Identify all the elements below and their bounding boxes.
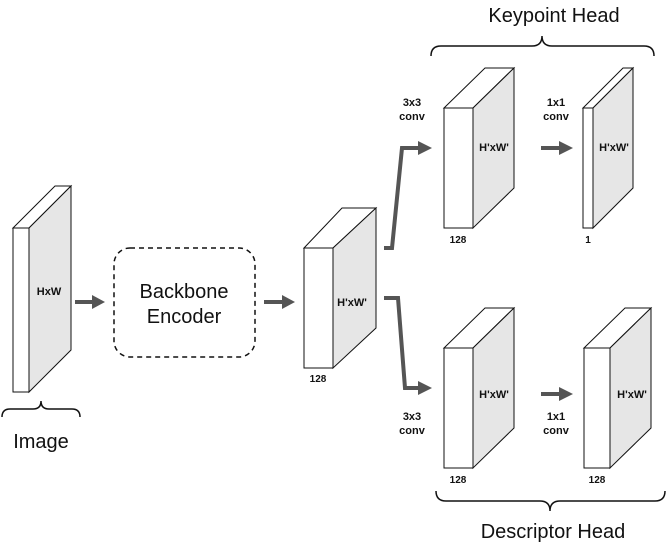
descriptor-block-1-front xyxy=(443,347,474,469)
keypoint-conv1-label-line2: conv xyxy=(399,111,426,123)
backbone-encoder-label-line2: Encoder xyxy=(147,306,222,328)
descriptor-block-2-channels: 128 xyxy=(589,475,606,486)
input-image-dims: HxW xyxy=(37,286,62,298)
arrow-encoder-to-feature xyxy=(264,295,295,309)
keypoint-conv1-label-line1: 3x3 xyxy=(403,97,421,109)
keypoint-conv2-label-line1: 1x1 xyxy=(547,97,565,109)
descriptor-block-2-dims: H'xW' xyxy=(617,389,647,401)
backbone-encoder: Backbone Encoder xyxy=(113,247,256,358)
backbone-encoder-box xyxy=(113,247,256,358)
keypoint-conv2-label-line2: conv xyxy=(543,111,570,123)
feature-map-block-front xyxy=(303,247,334,369)
descriptor-block-2: H'xW' 128 xyxy=(582,306,653,486)
image-brace xyxy=(1,400,81,418)
arrow-descriptor-conv2 xyxy=(541,387,573,401)
arrow-image-to-encoder xyxy=(75,295,105,309)
descriptor-block-1-channels: 128 xyxy=(450,475,467,486)
image-caption: Image xyxy=(13,431,69,453)
arrow-keypoint-conv2 xyxy=(541,141,573,155)
arrow-feature-to-descriptor xyxy=(384,296,432,395)
keypoint-block-1-channels: 128 xyxy=(450,235,467,246)
arrow-feature-to-keypoint xyxy=(384,141,432,250)
descriptor-conv1-label-line2: conv xyxy=(399,425,426,437)
keypoint-head-brace xyxy=(430,35,655,57)
keypoint-block-2-channels: 1 xyxy=(585,235,591,246)
input-image-block: HxW xyxy=(11,184,73,394)
descriptor-head-title: Descriptor Head xyxy=(481,521,626,543)
descriptor-conv1-label-line1: 3x3 xyxy=(403,411,421,423)
feature-map-dims: H'xW' xyxy=(337,297,367,309)
feature-map-channels: 128 xyxy=(310,374,327,385)
input-image-block-front xyxy=(12,227,30,393)
descriptor-conv2-label-line2: conv xyxy=(543,425,570,437)
keypoint-block-1-front xyxy=(443,107,474,229)
keypoint-block-2-dims: H'xW' xyxy=(599,142,629,154)
keypoint-block-1-dims: H'xW' xyxy=(479,142,509,154)
keypoint-block-2: H'xW' 1 xyxy=(581,66,635,246)
descriptor-block-1-dims: H'xW' xyxy=(479,389,509,401)
descriptor-block-2-front xyxy=(583,347,611,469)
descriptor-head-brace xyxy=(435,490,666,512)
keypoint-block-2-front xyxy=(582,107,594,229)
keypoint-head-title: Keypoint Head xyxy=(488,5,619,27)
descriptor-conv2-label-line1: 1x1 xyxy=(547,411,565,423)
backbone-encoder-label-line1: Backbone xyxy=(140,281,229,303)
descriptor-block-1: H'xW' 128 xyxy=(442,306,516,486)
keypoint-block-1: H'xW' 128 xyxy=(442,66,516,246)
feature-map-block: H'xW' 128 xyxy=(302,206,378,385)
